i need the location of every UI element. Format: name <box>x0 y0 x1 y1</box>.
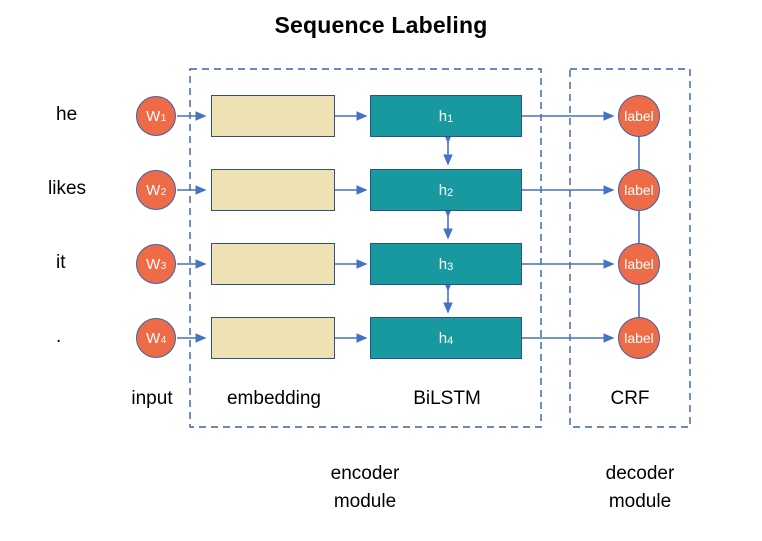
token-node-1-text: W <box>146 107 161 125</box>
decoder-module-label-line2: module <box>608 490 672 512</box>
encoder-module-boundary <box>189 68 542 428</box>
token-node-3-subscript: 3 <box>160 261 167 272</box>
encoder-module-label-line2: module <box>333 490 397 512</box>
embedding-box-2 <box>211 169 335 211</box>
decoder-module-label: decoder module <box>560 460 720 515</box>
token-node-2-subscript: 2 <box>160 187 167 198</box>
token-node-2-text: W <box>146 181 161 199</box>
decoder-module-label-line1: decoder <box>605 463 675 484</box>
token-node-4-text: W <box>146 329 161 347</box>
input-word-3: it <box>56 252 66 273</box>
embedding-box-1 <box>211 95 335 137</box>
crf-label-node-1: label <box>618 95 660 137</box>
page-title: Sequence Labeling <box>274 12 488 38</box>
token-node-4-subscript: 4 <box>160 335 167 346</box>
token-node-3-text: W <box>146 255 161 273</box>
bilstm-cell-3-subscript: 3 <box>447 260 454 273</box>
crf-label-node-4: label <box>618 317 660 359</box>
bilstm-cell-3-text: h <box>438 255 448 273</box>
bilstm-cell-4-text: h <box>438 329 448 347</box>
encoder-module-label: encoder module <box>285 460 445 515</box>
crf-label-node-2: label <box>618 169 660 211</box>
bilstm-cell-1-text: h <box>438 107 448 125</box>
input-word-2: likes <box>48 178 87 199</box>
input-word-1: he <box>56 104 78 125</box>
embedding-box-4 <box>211 317 335 359</box>
embedding-box-3 <box>211 243 335 285</box>
crf-label-node-3: label <box>618 243 660 285</box>
input-word-4: . <box>56 326 62 347</box>
bilstm-cell-1-subscript: 1 <box>447 112 454 125</box>
token-node-1-subscript: 1 <box>160 113 167 124</box>
column-label-input: input <box>131 388 173 409</box>
decoder-module-boundary <box>569 68 691 428</box>
column-label-crf: CRF <box>610 388 650 409</box>
bilstm-cell-2-text: h <box>438 181 448 199</box>
column-label-bilstm: BiLSTM <box>413 388 481 409</box>
bilstm-cell-2-subscript: 2 <box>447 186 454 199</box>
column-label-embedding: embedding <box>226 388 322 409</box>
encoder-module-label-line1: encoder <box>330 463 400 484</box>
bilstm-cell-4-subscript: 4 <box>447 334 454 347</box>
